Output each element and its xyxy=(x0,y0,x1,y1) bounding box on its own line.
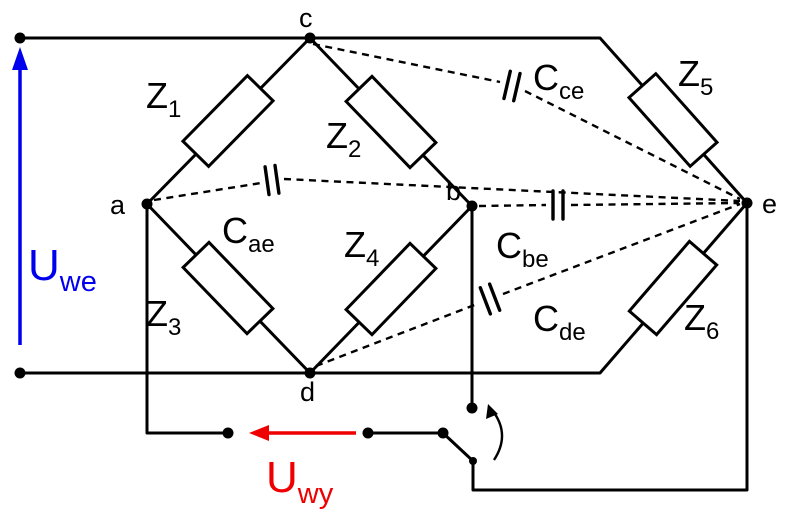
capacitor-cce-symbol xyxy=(502,69,522,103)
node-b-dot xyxy=(466,200,478,212)
dashed-line-a-to-cap-ae xyxy=(153,181,262,202)
dashed-line-cap-de-to-e xyxy=(502,202,741,296)
input-terminal-bottom-dot xyxy=(14,367,26,379)
impedance-z5-symbol xyxy=(626,71,720,169)
input-arrowhead-icon xyxy=(12,47,28,70)
node-d-label: d xyxy=(300,377,315,407)
capacitor-symbols xyxy=(263,69,565,316)
impedance-z4-symbol xyxy=(343,241,439,337)
switch-arc xyxy=(491,409,504,461)
impedance-z6-symbol xyxy=(627,239,719,337)
input-terminal-top-dot xyxy=(14,32,26,44)
capacitance-cde-label: Cde xyxy=(533,298,586,346)
impedance-z5-label: Z5 xyxy=(678,53,713,101)
capacitance-cae-label: Cae xyxy=(222,210,275,258)
impedance-z3-symbol xyxy=(180,240,276,336)
capacitance-cbe-label: Cbe xyxy=(496,225,549,273)
switch-lever-contact-dot xyxy=(437,427,449,439)
wire-bridge-diamond xyxy=(145,36,474,375)
switch-upper-contact-dot xyxy=(466,402,478,414)
node-a-label: a xyxy=(110,190,126,220)
node-dots xyxy=(14,32,753,465)
impedance-z6-label: Z6 xyxy=(684,297,719,345)
node-e-label: e xyxy=(762,189,777,219)
node-labels: c a b d e xyxy=(110,3,777,407)
impedance-labels: Z1 Z2 Z3 Z4 Z5 Z6 xyxy=(146,53,719,345)
node-c-label: c xyxy=(299,3,313,33)
impedance-z3-label: Z3 xyxy=(146,293,181,341)
dashed-line-d-to-cap-de xyxy=(315,302,478,368)
input-voltage-label: Uwe xyxy=(28,241,97,298)
node-a-dot xyxy=(141,198,153,210)
switch-arc-arrowhead-icon xyxy=(486,404,498,419)
output-voltage-label: Uwy xyxy=(266,453,334,510)
dashed-line-b-to-cap-be xyxy=(478,203,547,208)
parasitic-capacitance-lines xyxy=(153,42,741,368)
switch-lever xyxy=(441,431,475,463)
input-voltage-arrow xyxy=(12,47,28,345)
capacitor-cbe-symbol xyxy=(551,189,565,221)
impedance-z2-symbol xyxy=(343,74,439,170)
output-terminal-right-dot xyxy=(362,427,374,439)
dashed-line-cap-be-to-e xyxy=(570,201,740,207)
output-terminal-left-dot xyxy=(222,427,234,439)
switch-rotation-arrow xyxy=(486,404,504,461)
node-e-dot xyxy=(741,197,753,209)
switch-pivot-dot xyxy=(469,457,477,465)
capacitor-cde-symbol xyxy=(478,282,502,316)
dashed-line-cap-ae-to-e xyxy=(283,177,741,203)
node-b-label: b xyxy=(446,176,461,206)
impedance-z1-symbol xyxy=(180,73,276,169)
output-arrowhead-icon xyxy=(249,425,269,441)
node-d-dot xyxy=(304,367,316,379)
capacitor-cae-symbol xyxy=(263,163,281,197)
output-voltage-arrow xyxy=(249,425,356,441)
impedance-symbols xyxy=(180,71,720,337)
impedance-z2-label: Z2 xyxy=(326,115,361,163)
capacitance-cce-label: Cce xyxy=(533,57,584,105)
wire-switch-to-node-e xyxy=(471,201,749,492)
node-c-dot xyxy=(304,32,316,44)
impedance-z4-label: Z4 xyxy=(344,224,379,272)
dashed-line-c-to-cap-ce xyxy=(312,42,501,84)
impedance-z1-label: Z1 xyxy=(146,75,181,123)
voltage-labels: Uwe Uwy xyxy=(28,241,334,510)
capacitance-labels: Cae Cce Cbe Cde xyxy=(222,57,586,346)
wire-node-a-to-output-terminal xyxy=(145,202,230,435)
dashed-line-cap-ce-to-e xyxy=(524,89,741,201)
